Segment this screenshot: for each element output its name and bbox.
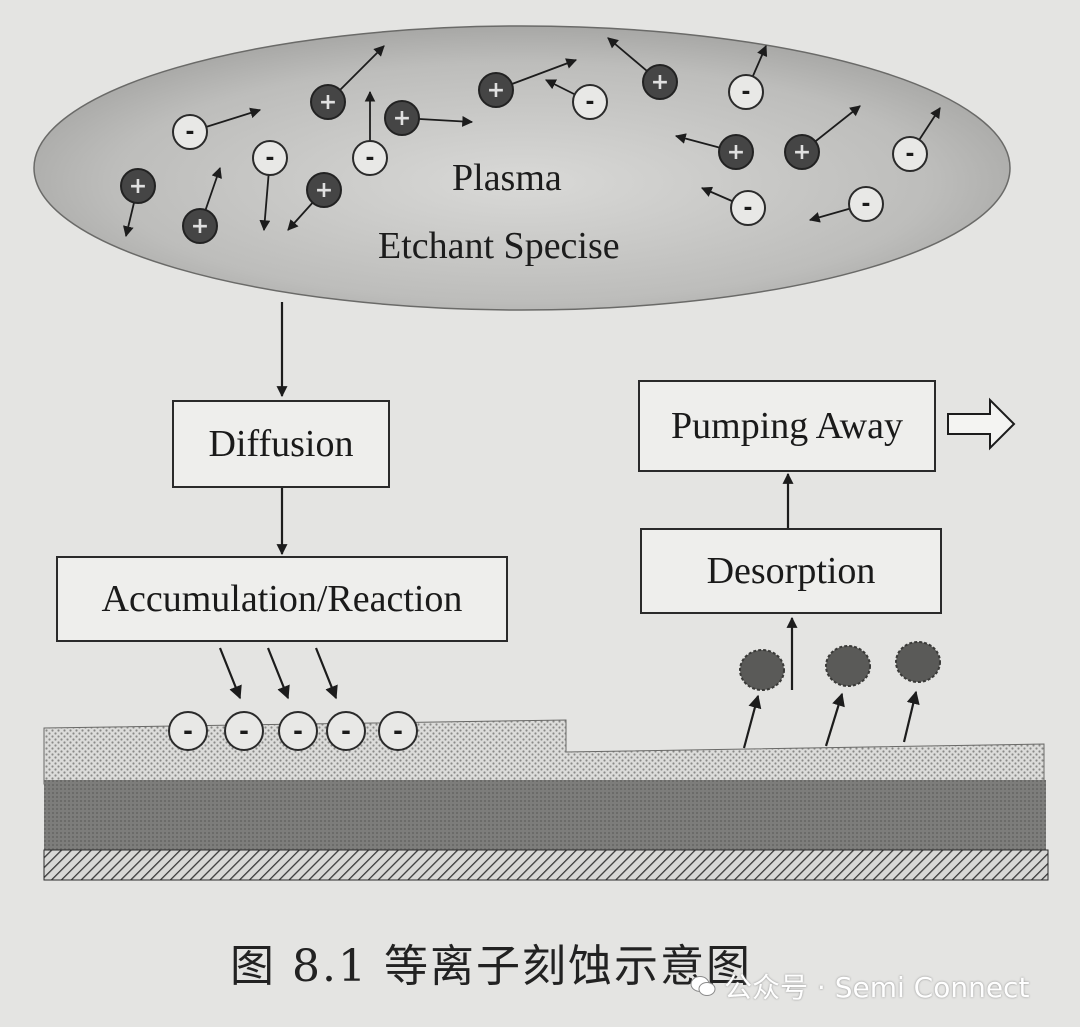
negative-ion: - xyxy=(701,186,766,226)
desorbing-products xyxy=(739,641,941,749)
adsorbed-negative-ion: - xyxy=(278,711,318,751)
wechat-icon xyxy=(690,976,716,996)
positive-ion: + xyxy=(384,100,474,136)
plasma-cloud xyxy=(33,25,1011,311)
adsorbed-particles: ----- xyxy=(168,711,418,751)
positive-ion: + xyxy=(607,37,678,100)
positive-ion: + xyxy=(478,58,578,108)
diffusion-box: Diffusion xyxy=(172,400,390,488)
charge-sign: - xyxy=(741,80,750,105)
negative-ion: - xyxy=(252,140,288,232)
watermark: 公众号 · Semi Connect xyxy=(690,966,1029,1006)
positive-ion: + xyxy=(287,172,342,231)
product-blob xyxy=(824,645,871,747)
charge-sign: - xyxy=(293,717,303,745)
base-layer xyxy=(43,849,1049,881)
charge-sign: + xyxy=(191,214,209,239)
negative-ion: - xyxy=(892,107,941,172)
adsorbed-negative-ion: - xyxy=(168,711,208,751)
pumping-away-box: Pumping Away xyxy=(638,380,936,472)
plasma-subtitle: Etchant Specise xyxy=(378,225,620,267)
charge-sign: - xyxy=(861,192,870,217)
charge-sign: + xyxy=(793,140,811,165)
accumulation-reaction-box: Accumulation/Reaction xyxy=(56,556,508,642)
charge-sign: + xyxy=(319,90,337,115)
positive-ion: + xyxy=(310,45,385,120)
exhaust-arrow-icon xyxy=(947,397,1016,451)
negative-ion: - xyxy=(545,79,608,120)
adsorbed-negative-ion: - xyxy=(326,711,366,751)
negative-ion: - xyxy=(352,90,388,176)
charge-sign: - xyxy=(239,717,249,745)
charge-sign: - xyxy=(743,196,752,221)
adsorbed-negative-ion: - xyxy=(378,711,418,751)
charge-sign: - xyxy=(185,120,194,145)
charge-sign: + xyxy=(129,174,147,199)
charge-sign: + xyxy=(393,106,411,131)
positive-ion: + xyxy=(182,166,222,244)
product-blob xyxy=(739,649,785,749)
watermark-text: 公众号 · Semi Connect xyxy=(724,971,1030,1004)
charge-sign: + xyxy=(651,70,669,95)
charge-sign: - xyxy=(393,717,403,745)
desorption-box: Desorption xyxy=(640,528,942,614)
plasma-title: Plasma xyxy=(452,157,562,199)
substrate-stack xyxy=(43,719,1049,881)
incoming-arrows xyxy=(218,647,338,700)
charge-sign: - xyxy=(905,142,914,167)
substrate-layer xyxy=(44,780,1046,852)
positive-ion: + xyxy=(120,168,156,238)
charge-sign: - xyxy=(265,146,274,171)
plasma-particles: +++++++++-------- xyxy=(120,37,941,244)
charge-sign: + xyxy=(727,140,745,165)
figure-caption: 图 8.1 等离子刻蚀示意图 xyxy=(230,941,752,992)
product-blob xyxy=(895,641,941,743)
charge-sign: - xyxy=(365,146,374,171)
charge-sign: - xyxy=(585,90,594,115)
positive-ion: + xyxy=(674,133,754,170)
charge-sign: - xyxy=(183,717,193,745)
charge-sign: - xyxy=(341,717,351,745)
negative-ion: - xyxy=(172,107,262,150)
positive-ion: + xyxy=(784,105,861,170)
charge-sign: + xyxy=(315,178,333,203)
adsorbed-negative-ion: - xyxy=(224,711,264,751)
negative-ion: - xyxy=(808,186,884,223)
negative-ion: - xyxy=(728,45,768,110)
charge-sign: + xyxy=(487,78,505,103)
